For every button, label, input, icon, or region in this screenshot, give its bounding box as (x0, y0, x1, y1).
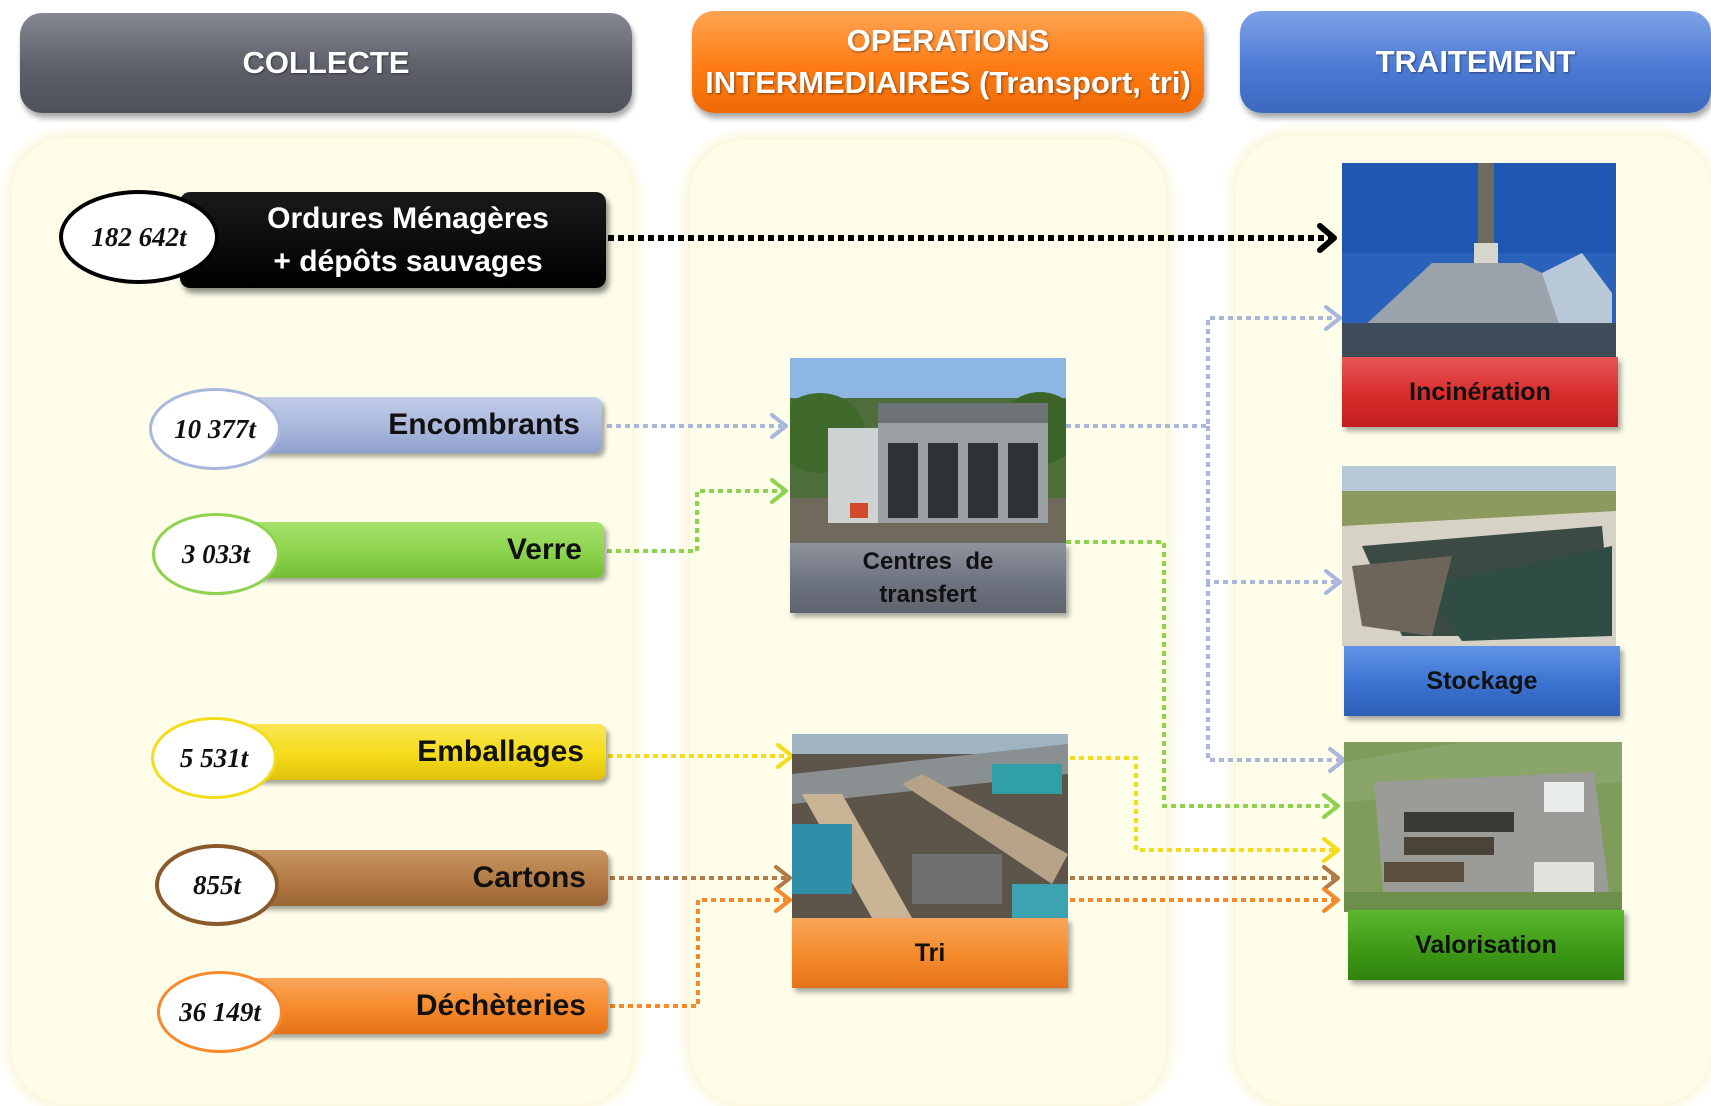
source-emballages-label: Emballages (417, 735, 584, 768)
source-decheteries: Déchèteries (238, 978, 608, 1034)
stockage-landfill-image (1342, 466, 1616, 646)
traitement-header: TRAITEMENT (1240, 11, 1711, 113)
arrow-transfert-valorisation-verre (1066, 540, 1334, 808)
source-encombrants: Encombrants (230, 397, 602, 453)
arrow-tri-valorisation-emballages (1070, 756, 1334, 852)
valorisation-label-text: Valorisation (1415, 930, 1557, 959)
source-verre: Verre (232, 522, 604, 578)
source-encombrants-label: Encombrants (388, 408, 580, 441)
valorisation-platform-image (1344, 742, 1622, 912)
source-verre-tonnage: 3 033t (152, 513, 280, 595)
arrowhead-stockage (1324, 569, 1342, 595)
operations-header-line1: OPERATIONS (846, 23, 1050, 58)
tri-photo (792, 734, 1068, 918)
arrow-decheteries-tri (610, 898, 786, 1008)
source-om: Ordures Ménagères + dépôts sauvages (180, 192, 606, 288)
arrowhead-incineration-om (1317, 223, 1337, 253)
source-emballages-tonnage: 5 531t (151, 717, 277, 799)
source-cartons-label: Cartons (472, 861, 586, 894)
incineration-photo (1342, 163, 1616, 357)
source-emballages: Emballages (234, 724, 606, 780)
arrowhead-incineration-transfert (1324, 305, 1342, 331)
transfert-label: Centres de transfert (790, 543, 1066, 613)
source-encombrants-tonnage: 10 377t (149, 388, 281, 470)
arrowhead-valorisation-brown (1322, 865, 1340, 891)
arrow-transfert-incineration (1066, 316, 1336, 428)
stockage-label: Stockage (1344, 646, 1620, 716)
arrowhead-transfert-verre (770, 478, 788, 504)
tri-label-text: Tri (914, 938, 946, 967)
source-om-label-line1: Ordures Ménagères (267, 202, 549, 235)
collecte-header: COLLECTE (20, 13, 632, 113)
transfert-label-line1: Centres de (862, 548, 994, 575)
operations-header: OPERATIONS INTERMEDIAIRES (Transport, tr… (692, 11, 1204, 113)
transfert-label-line2: transfert (879, 581, 977, 608)
arrowhead-transfert-encombrants (770, 413, 788, 439)
arrow-verre-transfert (607, 489, 782, 553)
arrowhead-tri-decheteries (774, 887, 792, 913)
operations-header-line2: INTERMEDIAIRES (Transport, tri) (705, 65, 1191, 100)
traitement-header-text: TRAITEMENT (1375, 44, 1576, 79)
valorisation-label: Valorisation (1348, 910, 1624, 980)
arrow-transfert-stockage (1206, 426, 1336, 584)
source-om-tonnage: 182 642t (59, 190, 219, 284)
source-cartons-tonnage: 855t (155, 844, 279, 926)
tri-facility-image (792, 734, 1068, 918)
source-decheteries-label: Déchèteries (415, 989, 586, 1022)
tri-label: Tri (792, 918, 1068, 988)
collecte-column (12, 138, 632, 1104)
valorisation-photo (1344, 742, 1622, 912)
collecte-header-text: COLLECTE (242, 45, 410, 80)
source-verre-label: Verre (506, 533, 582, 566)
stockage-label-text: Stockage (1426, 666, 1538, 695)
arrowhead-valorisation-yellow (1322, 837, 1340, 863)
incineration-plant-image (1342, 163, 1616, 357)
arrow-transfert-valorisation (1206, 582, 1340, 762)
transfert-building-image (790, 358, 1066, 543)
arrowhead-valorisation-orange (1322, 887, 1340, 913)
stockage-photo (1342, 466, 1616, 646)
arrowhead-tri-cartons (774, 865, 792, 891)
incineration-label: Incinération (1342, 357, 1618, 427)
incineration-label-text: Incinération (1409, 377, 1551, 406)
source-cartons: Cartons (238, 850, 608, 906)
source-decheteries-tonnage: 36 149t (157, 971, 283, 1053)
source-om-label-line2: + dépôts sauvages (273, 245, 543, 278)
transfert-photo (790, 358, 1066, 543)
arrowhead-valorisation-green (1322, 793, 1340, 819)
